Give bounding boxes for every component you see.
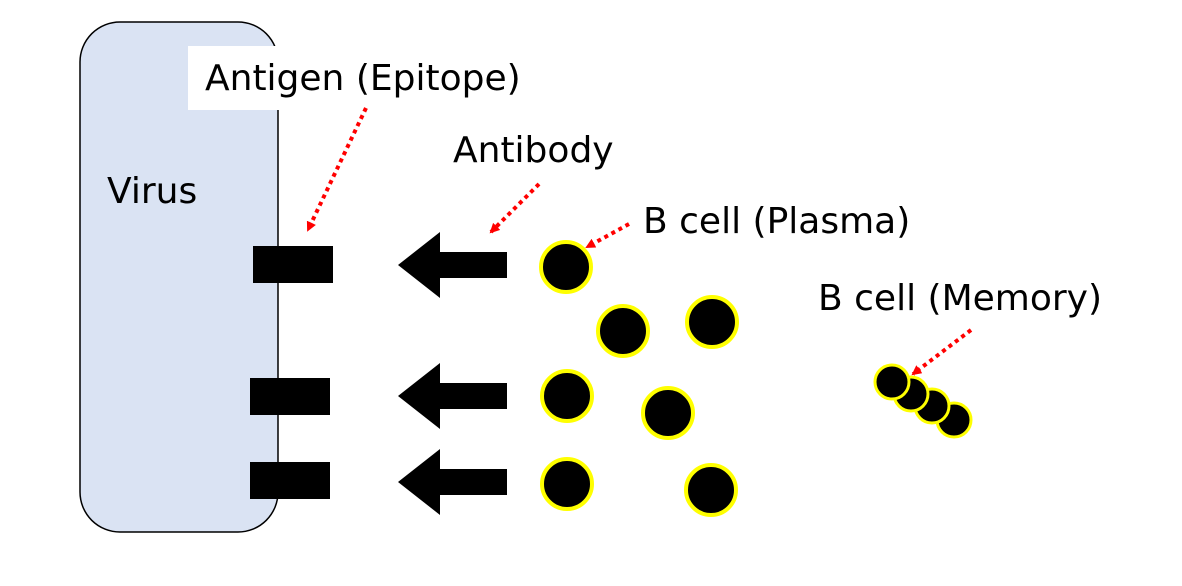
pointer-arrow-icon bbox=[585, 222, 630, 249]
pointer-arrow-icon bbox=[489, 182, 541, 234]
plasma-cell bbox=[641, 386, 695, 440]
virus-label: Virus bbox=[107, 171, 197, 212]
epitopes bbox=[250, 246, 333, 499]
antibody-label: Antibody bbox=[453, 130, 614, 171]
antibody-arrow-icon bbox=[398, 363, 507, 429]
plasma-cell bbox=[540, 369, 594, 423]
antibody-arrow-icon bbox=[398, 232, 507, 298]
antibody-arrows bbox=[398, 232, 507, 515]
memory-cell-label: B cell (Memory) bbox=[818, 278, 1102, 319]
plasma-cell-label: B cell (Plasma) bbox=[643, 201, 910, 242]
pointer-arrow-icon bbox=[306, 107, 368, 232]
plasma-cell bbox=[596, 304, 650, 358]
memory-b-cells bbox=[873, 363, 973, 439]
pointer-arrows bbox=[306, 107, 973, 376]
antigen-label-background bbox=[188, 46, 540, 110]
plasma-cell bbox=[684, 463, 738, 517]
epitope-marker bbox=[253, 246, 333, 283]
plasma-cell bbox=[540, 457, 594, 511]
antigen-label: Antigen (Epitope) bbox=[205, 58, 521, 99]
plasma-cell bbox=[539, 240, 593, 294]
epitope-marker bbox=[250, 462, 330, 499]
antibody-arrow-icon bbox=[398, 449, 507, 515]
plasma-cell bbox=[685, 295, 739, 349]
epitope-marker bbox=[250, 378, 330, 415]
pointer-arrow-icon bbox=[911, 328, 973, 376]
plasma-b-cells bbox=[539, 240, 739, 517]
memory-cell bbox=[873, 363, 911, 401]
